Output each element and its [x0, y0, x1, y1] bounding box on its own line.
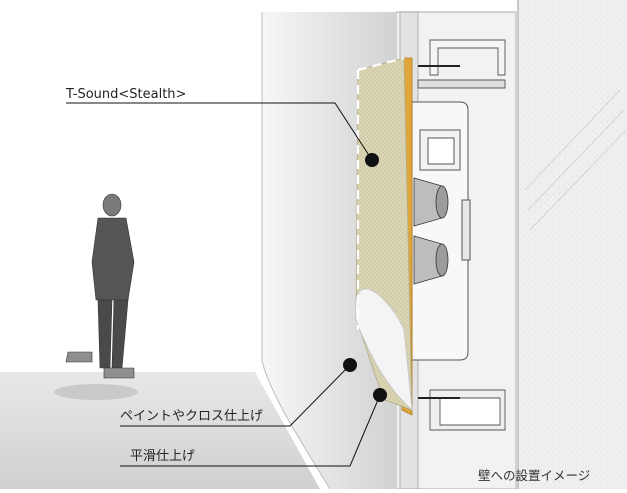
stealth-dot	[365, 153, 379, 167]
smooth-label: 平滑仕上げ	[130, 449, 196, 464]
panel-dashed-outline	[356, 56, 405, 330]
top-bracket	[417, 39, 506, 89]
paint-dot	[343, 358, 357, 372]
smooth-dot	[373, 388, 387, 402]
stealth-label: T-Sound<Stealth>	[66, 87, 187, 102]
callout-leaders	[66, 102, 381, 467]
floor	[0, 372, 320, 489]
speaker-drivers	[413, 177, 449, 285]
speaker-housing	[411, 101, 471, 361]
walking-person	[65, 193, 135, 379]
concrete-wall	[518, 0, 627, 489]
paint-layer	[355, 288, 413, 411]
image-caption: 壁への設置イメージ	[478, 468, 591, 483]
person-shadow	[54, 384, 138, 400]
bottom-bracket	[418, 389, 506, 431]
paint-label: ペイントやクロス仕上げ	[120, 409, 264, 424]
